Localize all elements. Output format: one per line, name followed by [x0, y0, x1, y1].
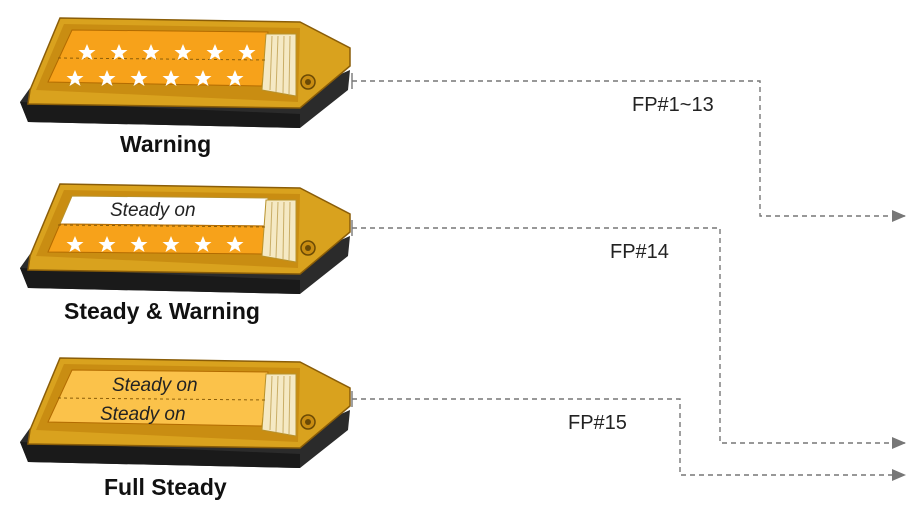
steady-on-label-lower: Steady on: [100, 404, 186, 425]
connector-fp1-13: [351, 73, 906, 222]
code-fp1-13: FP#1~13: [632, 94, 714, 116]
lamp-full-steady: Steady on Steady on: [0, 350, 360, 490]
connector-fp14: [351, 220, 906, 449]
lamp-steady-warning: Steady on: [0, 176, 360, 316]
caption-steady-warning: Steady & Warning: [64, 298, 260, 324]
lamp-warning: [0, 10, 360, 150]
code-fp14: FP#14: [610, 241, 669, 263]
warning-leds: [66, 44, 256, 86]
lamp-warning-illustration: [20, 17, 351, 128]
code-fp15: FP#15: [568, 412, 627, 434]
lamp-full-steady-illustration: Steady on Steady on: [20, 357, 351, 468]
warning-leds: [66, 236, 244, 252]
lamp-steady-warning-illustration: Steady on: [20, 183, 351, 294]
caption-warning: Warning: [120, 131, 212, 157]
caption-full-steady: Full Steady: [104, 474, 227, 500]
connector-fp15: [351, 391, 906, 481]
steady-on-label-upper: Steady on: [112, 375, 198, 396]
steady-on-label-upper: Steady on: [110, 200, 196, 221]
